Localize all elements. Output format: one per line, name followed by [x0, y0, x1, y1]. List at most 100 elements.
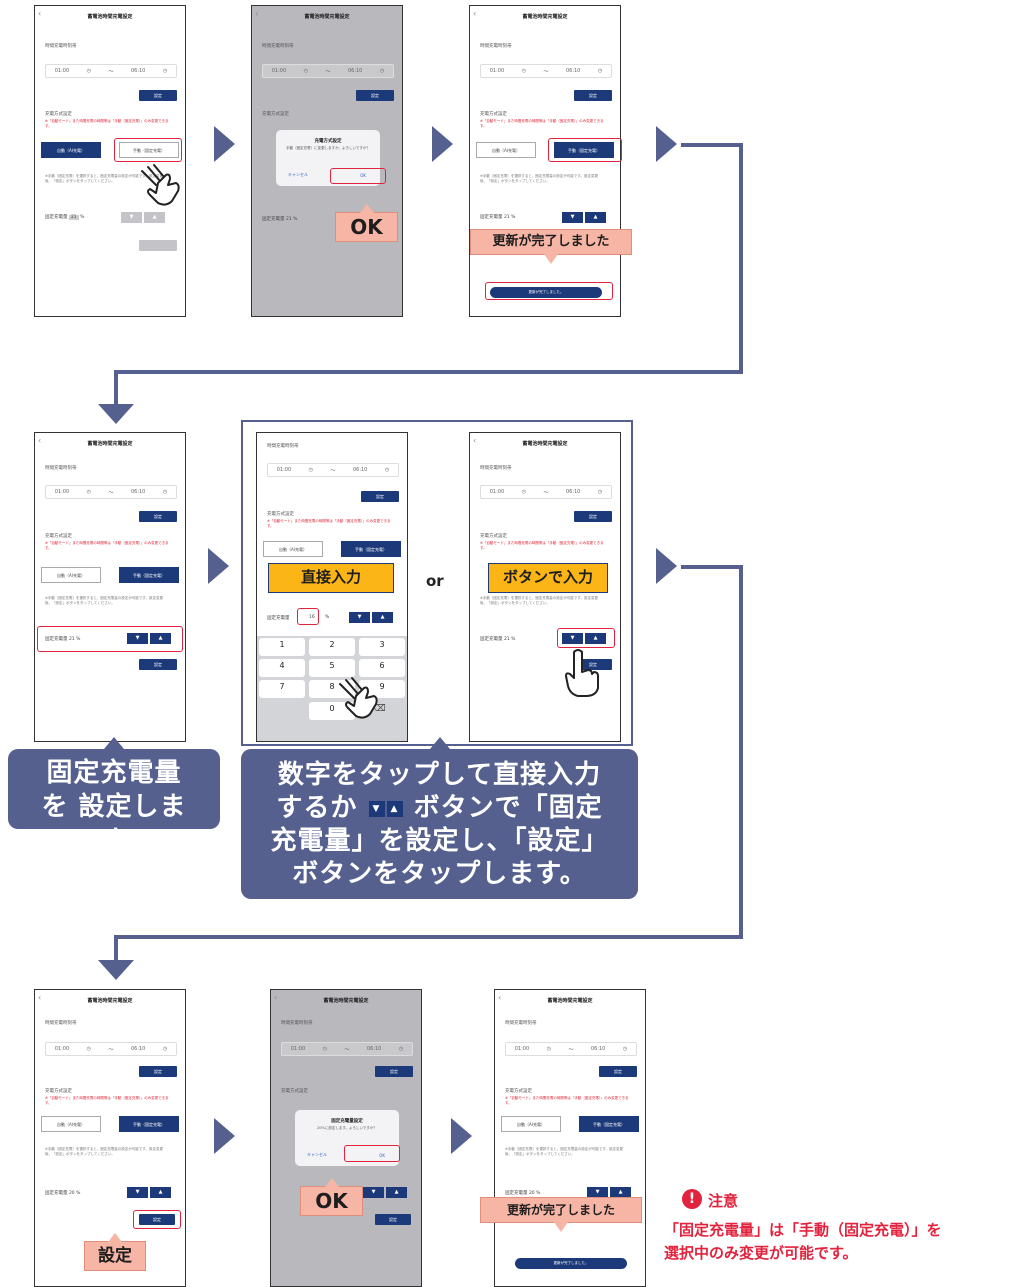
set-time-button[interactable]: 設定: [139, 1066, 177, 1077]
back-icon[interactable]: ‹: [255, 9, 259, 18]
time-range[interactable]: 01:00◷〜06:10◷: [45, 64, 177, 78]
amount-row: 固定充電量 20 %: [45, 1191, 81, 1196]
key-7[interactable]: 7: [259, 680, 305, 698]
warning-text: ※「自動モード」また時間充電の時間帯は「手動（固定充電）」のみ変更できます。: [45, 541, 169, 550]
set-button[interactable]: 設定: [139, 659, 177, 670]
mode-manual-button[interactable]: 手動（固定充電）: [554, 142, 614, 158]
amount-stepper[interactable]: ▼▲: [587, 1187, 631, 1198]
mode-manual-button[interactable]: 手動（固定充電）: [119, 1116, 179, 1132]
amount-input[interactable]: 16: [309, 615, 315, 620]
mode-auto-button[interactable]: 自動（AI充電）: [476, 142, 536, 158]
dialog-ok-button[interactable]: OK: [360, 173, 366, 178]
key-4[interactable]: 4: [259, 659, 305, 677]
instruction-bubble: 数字をタップして直接入力 するか ▼▲ ボタンで「固定 充電量」を設定し、「設定…: [241, 737, 638, 899]
up-button-icon: ▲: [386, 800, 403, 817]
note-text: ※手動（固定充電）を選択すると、固定充電量の設定が可能です。設定変更後、「設定」…: [45, 174, 163, 183]
time-range: 01:00◷〜06:10◷: [262, 64, 394, 78]
dialog-ok-button[interactable]: OK: [379, 1153, 385, 1158]
time-range[interactable]: 01:00◷〜06:10◷: [480, 485, 612, 499]
key-5[interactable]: 5: [309, 659, 355, 677]
backspace-icon[interactable]: ⌫: [373, 704, 386, 714]
dialog-cancel-button[interactable]: キャンセル: [288, 172, 308, 177]
amount-stepper[interactable]: ▼▲: [349, 612, 393, 623]
key-9[interactable]: 9: [359, 680, 405, 698]
section-label: 充電方式設定: [267, 512, 294, 517]
section-label: 時間充電時刻帯: [480, 466, 512, 471]
key-2[interactable]: 2: [309, 638, 355, 656]
warning-text: ※「自動モード」また時間充電の時間帯は「手動（固定充電）」のみ変更できます。: [480, 541, 604, 550]
mode-auto-button[interactable]: 自動（AI充電）: [41, 142, 101, 158]
confirm-dialog: 固定充電量設定 20%に設定します。よろしいですか？ キャンセル OK: [295, 1110, 399, 1166]
set-time-button[interactable]: 設定: [361, 491, 399, 502]
set-time-button: 設定: [375, 1066, 413, 1077]
dialog-body: 20%に設定します。よろしいですか？: [317, 1126, 377, 1130]
set-button-disabled[interactable]: [139, 240, 177, 251]
dialog-cancel-button[interactable]: キャンセル: [307, 1152, 327, 1157]
flow-arrow-icon: [432, 126, 453, 162]
section-label: 時間充電時刻帯: [45, 1021, 77, 1026]
screen-title: 蓄電池時間充電設定: [87, 998, 133, 1004]
time-range[interactable]: 01:00◷〜06:10◷: [267, 463, 399, 477]
amount-stepper: ▼▲: [363, 1187, 407, 1198]
amount-row: 固定充電量 21 %: [45, 637, 81, 642]
set-time-button[interactable]: 設定: [574, 511, 612, 522]
back-icon[interactable]: ‹: [38, 993, 42, 1002]
set-time-button[interactable]: 設定: [139, 90, 177, 101]
back-icon[interactable]: ‹: [274, 993, 278, 1002]
set-time-button[interactable]: 設定: [599, 1066, 637, 1077]
screen-title: 蓄電池時間充電設定: [323, 998, 369, 1004]
back-icon[interactable]: ‹: [498, 993, 502, 1002]
back-icon[interactable]: ‹: [473, 436, 477, 445]
ok-callout: OK: [300, 1178, 363, 1216]
mode-manual-button[interactable]: 手動（固定充電）: [119, 567, 179, 583]
mode-auto-button[interactable]: 自動（AI充電）: [41, 567, 101, 583]
back-icon[interactable]: ‹: [38, 436, 42, 445]
set-button[interactable]: 設定: [574, 659, 612, 670]
flow-line: [681, 565, 743, 569]
direct-input-callout: 直接入力: [268, 563, 394, 593]
update-done-callout: 更新が完了しました: [480, 1197, 642, 1232]
set-time-button[interactable]: 設定: [574, 90, 612, 101]
update-toast: 更新が完了しました。: [490, 287, 602, 298]
amount-stepper[interactable]: ▼▲: [562, 633, 606, 644]
section-label: 充電方式設定: [45, 534, 72, 539]
set-button[interactable]: 設定: [139, 1214, 175, 1225]
key-1[interactable]: 1: [259, 638, 305, 656]
section-label: 充電方式設定: [281, 1089, 308, 1094]
time-range[interactable]: 01:00◷〜06:10◷: [45, 1042, 177, 1056]
section-label: 充電方式設定: [45, 112, 72, 117]
amount-row: 固定充電量 20 %: [505, 1191, 541, 1196]
amount-stepper[interactable]: ▼▲: [127, 633, 171, 644]
time-range[interactable]: 01:00◷〜06:10◷: [480, 64, 612, 78]
key-6[interactable]: 6: [359, 659, 405, 677]
time-range[interactable]: 01:00◷〜06:10◷: [45, 485, 177, 499]
set-time-button[interactable]: 設定: [139, 511, 177, 522]
time-range: 01:00◷〜06:10◷: [281, 1042, 413, 1056]
time-range[interactable]: 01:00◷〜06:10◷: [505, 1042, 637, 1056]
mode-manual-button[interactable]: 手動（固定充電）: [119, 142, 179, 158]
amount-stepper[interactable]: ▼▲: [562, 212, 606, 223]
screen-set-amount: ‹ 蓄電池時間充電設定 時間充電時刻帯 01:00◷〜06:10◷ 設定 充電方…: [34, 432, 186, 742]
mode-auto-button[interactable]: 自動（AI充電）: [501, 1116, 561, 1132]
key-0[interactable]: 0: [309, 702, 355, 720]
mode-manual-button[interactable]: 手動（固定充電）: [579, 1116, 639, 1132]
section-label: 充電方式設定: [45, 1089, 72, 1094]
highlight-manual-selected: [548, 138, 622, 162]
mode-auto-button[interactable]: 自動（AI充電）: [263, 541, 323, 557]
back-icon[interactable]: ‹: [473, 9, 477, 18]
amount-stepper[interactable]: ▼▲: [127, 1187, 171, 1198]
warning-text: ※「自動モード」また時間充電の時間帯は「手動（固定充電）」のみ変更できます。: [267, 519, 391, 528]
note-text: ※手動（固定充電）を選択すると、固定充電量の設定が可能です。設定変更後、「設定」…: [45, 596, 163, 605]
key-3[interactable]: 3: [359, 638, 405, 656]
key-8[interactable]: 8: [309, 680, 355, 698]
number-keypad: 1 2 3 4 5 6 7 8 9 0 ⌫: [257, 636, 407, 741]
highlight-set-button: [133, 1210, 181, 1229]
highlight-manual-button: [114, 138, 182, 162]
mode-manual-button[interactable]: 手動（固定充電）: [341, 541, 401, 557]
button-input-callout: ボタンで入力: [488, 563, 608, 593]
set-button: 設定: [375, 1214, 411, 1225]
mode-auto-button[interactable]: 自動（AI充電）: [41, 1116, 101, 1132]
back-icon[interactable]: ‹: [38, 9, 42, 18]
amount-row: 固定充電量 21 %: [45, 215, 85, 220]
amount-stepper[interactable]: ▼▲: [121, 212, 165, 223]
